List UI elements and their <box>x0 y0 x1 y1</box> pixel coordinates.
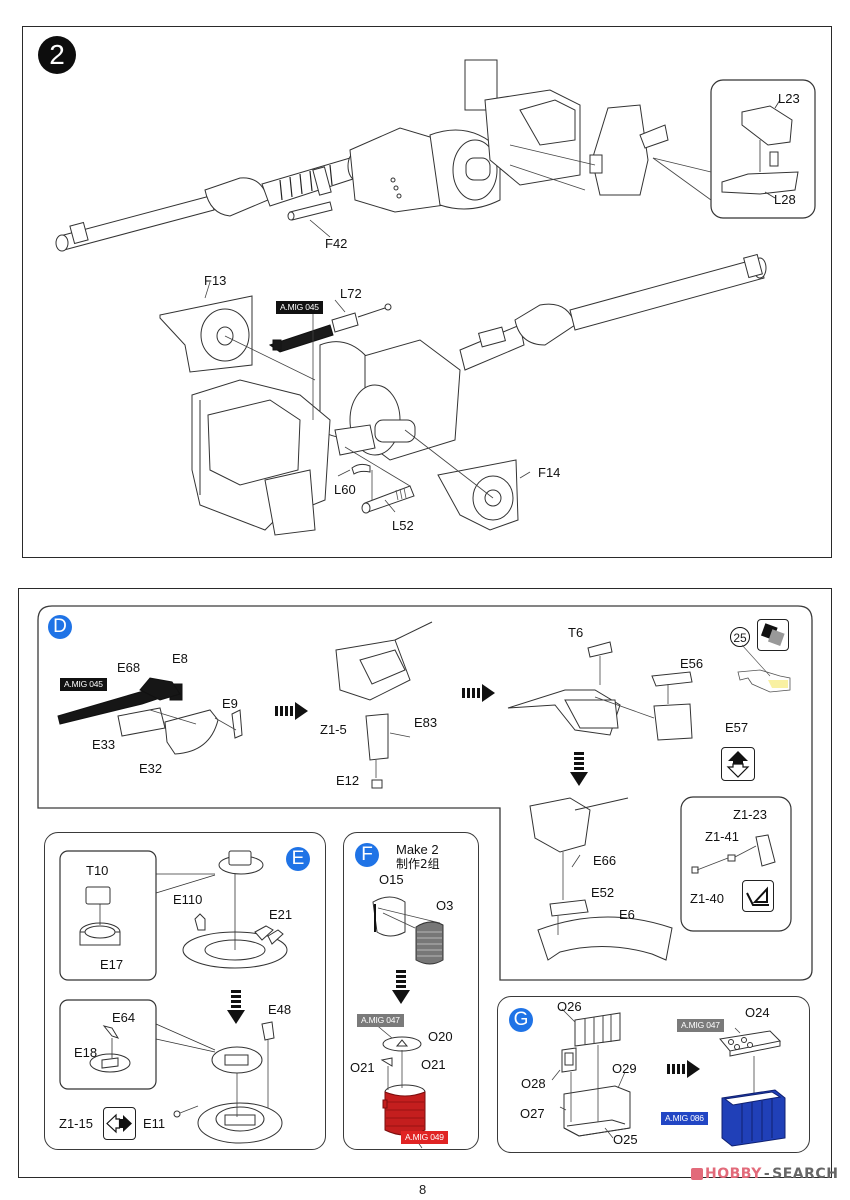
part-label-t6: T6 <box>568 625 584 640</box>
step-number-badge: 2 <box>38 36 76 74</box>
part-label-o3: O3 <box>436 898 454 913</box>
part-label-e52: E52 <box>591 885 615 900</box>
part-label-e68: E68 <box>117 660 141 675</box>
paint-tag-f-amig047: A.MIG 047 <box>357 1014 404 1027</box>
steps-d-g-frame <box>18 588 832 1178</box>
watermark-search: SEARCH <box>772 1166 839 1182</box>
part-label-o24: O24 <box>745 1005 770 1020</box>
watermark: HOBBY - SEARCH <box>691 1166 838 1182</box>
section-f-panel <box>343 832 479 1150</box>
part-label-o29: O29 <box>612 1061 637 1076</box>
part-label-l60: L60 <box>334 482 356 497</box>
part-label-e57: E57 <box>725 720 749 735</box>
part-label-e12: E12 <box>336 773 360 788</box>
part-label-e18: E18 <box>74 1045 98 1060</box>
part-label-l28: L28 <box>774 192 796 207</box>
part-label-l52: L52 <box>392 518 414 533</box>
flip-vertical-icon <box>721 747 755 781</box>
paint-tag-d-amig045: A.MIG 045 <box>60 678 107 691</box>
section-d-badge: D <box>48 615 72 639</box>
section-e-panel <box>44 832 326 1150</box>
part-label-z1-15: Z1-15 <box>59 1116 93 1131</box>
part-label-e11: E11 <box>143 1116 166 1131</box>
part-label-e32: E32 <box>139 761 163 776</box>
color-swatch-icon <box>757 619 789 651</box>
callout-number-25: 25 <box>730 627 750 647</box>
part-label-e6: E6 <box>619 907 635 922</box>
part-label-z1-23: Z1-23 <box>733 807 767 822</box>
part-label-e83: E83 <box>414 715 438 730</box>
part-label-o15: O15 <box>379 872 404 887</box>
watermark-hobby: HOBBY <box>705 1166 762 1182</box>
paint-tag-amig045: A.MIG 045 <box>276 301 323 314</box>
part-label-e48: E48 <box>268 1002 292 1017</box>
paint-tag-g-amig047: A.MIG 047 <box>677 1019 724 1032</box>
part-label-f13: F13 <box>204 273 227 288</box>
part-label-e21: E21 <box>269 907 293 922</box>
make-2-note-chinese: 制作2组 <box>396 857 440 871</box>
part-label-e8: E8 <box>172 651 188 666</box>
part-label-e9: E9 <box>222 696 238 711</box>
part-label-o21-right: O21 <box>421 1057 446 1072</box>
part-label-l23: L23 <box>778 91 800 106</box>
part-label-f42: F42 <box>325 236 348 251</box>
part-label-e110: E110 <box>173 892 203 907</box>
bend-angle-icon <box>742 880 774 912</box>
paint-tag-g-amig086: A.MIG 086 <box>661 1112 708 1125</box>
watermark-dash: - <box>763 1166 771 1182</box>
part-label-z1-41: Z1-41 <box>705 829 739 844</box>
flip-horizontal-icon <box>103 1107 136 1140</box>
make-2-note: Make 2 <box>396 842 439 857</box>
part-label-z1-40: Z1-40 <box>690 891 724 906</box>
part-label-o21-left: O21 <box>350 1060 375 1075</box>
part-label-o20: O20 <box>428 1029 453 1044</box>
part-label-o27: O27 <box>520 1106 545 1121</box>
part-label-e56: E56 <box>680 656 704 671</box>
part-label-e33: E33 <box>92 737 116 752</box>
section-e-badge: E <box>286 847 310 871</box>
watermark-logo-icon <box>691 1168 703 1180</box>
part-label-e64: E64 <box>112 1010 136 1025</box>
part-label-z1-5: Z1-5 <box>320 722 347 737</box>
step-2-frame <box>22 26 832 558</box>
part-label-l72: L72 <box>340 286 362 301</box>
part-label-e66: E66 <box>593 853 617 868</box>
paint-tag-f-amig049: A.MIG 049 <box>401 1131 448 1144</box>
part-label-o25: O25 <box>613 1132 638 1147</box>
part-label-f14: F14 <box>538 465 561 480</box>
section-g-badge: G <box>509 1008 533 1032</box>
section-f-badge: F <box>355 843 379 867</box>
part-label-o28: O28 <box>521 1076 546 1091</box>
page-number: 8 <box>419 1182 427 1197</box>
part-label-e17: E17 <box>100 957 124 972</box>
part-label-t10: T10 <box>86 863 109 878</box>
part-label-o26: O26 <box>557 999 582 1014</box>
